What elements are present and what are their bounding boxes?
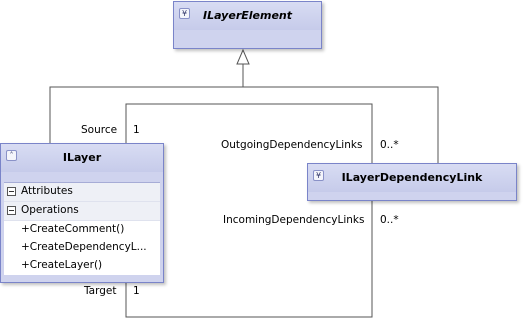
operation-text: +CreateComment() <box>21 223 125 235</box>
class-name: ILayerElement <box>203 9 292 22</box>
operation-item[interactable]: +CreateLayer() <box>4 257 160 275</box>
association-source-outgoing <box>125 103 373 163</box>
association-target-incoming <box>125 201 373 318</box>
source-multiplicity-label: 1 <box>133 124 140 136</box>
inheritance-line-dependency-link <box>243 86 439 163</box>
collapse-minus-icon[interactable] <box>7 206 16 215</box>
attributes-compartment[interactable]: Attributes <box>4 183 160 202</box>
operations-label: Operations <box>21 204 79 216</box>
collapse-toggle-icon[interactable]: ¥ <box>179 8 190 19</box>
collapse-minus-icon[interactable] <box>7 187 16 196</box>
class-header: ¥ ILayerElement <box>174 2 321 30</box>
incoming-role-label: IncomingDependencyLinks <box>223 214 365 226</box>
target-multiplicity-label: 1 <box>133 285 140 297</box>
operation-item[interactable]: +CreateComment() <box>4 221 160 239</box>
class-ilayer-element[interactable]: ¥ ILayerElement <box>173 1 322 49</box>
class-compartments: Attributes Operations +CreateComment() +… <box>4 182 160 275</box>
attributes-label: Attributes <box>21 185 73 197</box>
class-header: ¥ ILayerDependencyLink <box>308 164 516 192</box>
incoming-multiplicity-label: 0..* <box>380 214 399 226</box>
inheritance-line-ilayer <box>49 64 244 143</box>
target-role-label: Target <box>84 285 117 297</box>
operation-item[interactable]: +CreateDependencyL... <box>4 239 160 257</box>
collapse-toggle-icon[interactable]: ˄ <box>6 150 17 161</box>
class-ilayer[interactable]: ˄ ILayer Attributes Operations +CreateCo… <box>0 143 164 283</box>
outgoing-role-label: OutgoingDependencyLinks <box>221 139 363 151</box>
operation-text: +CreateLayer() <box>21 259 103 271</box>
source-role-label: Source <box>81 124 118 136</box>
outgoing-multiplicity-label: 0..* <box>380 139 399 151</box>
inheritance-arrowhead <box>236 48 250 65</box>
operation-text: +CreateDependencyL... <box>21 241 147 253</box>
collapse-toggle-icon[interactable]: ¥ <box>313 170 324 181</box>
class-name: ILayerDependencyLink <box>341 171 483 184</box>
operations-compartment[interactable]: Operations <box>4 202 160 221</box>
class-header: ˄ ILayer <box>1 144 163 172</box>
class-ilayer-dependency-link[interactable]: ¥ ILayerDependencyLink <box>307 163 517 201</box>
class-name: ILayer <box>62 151 102 164</box>
